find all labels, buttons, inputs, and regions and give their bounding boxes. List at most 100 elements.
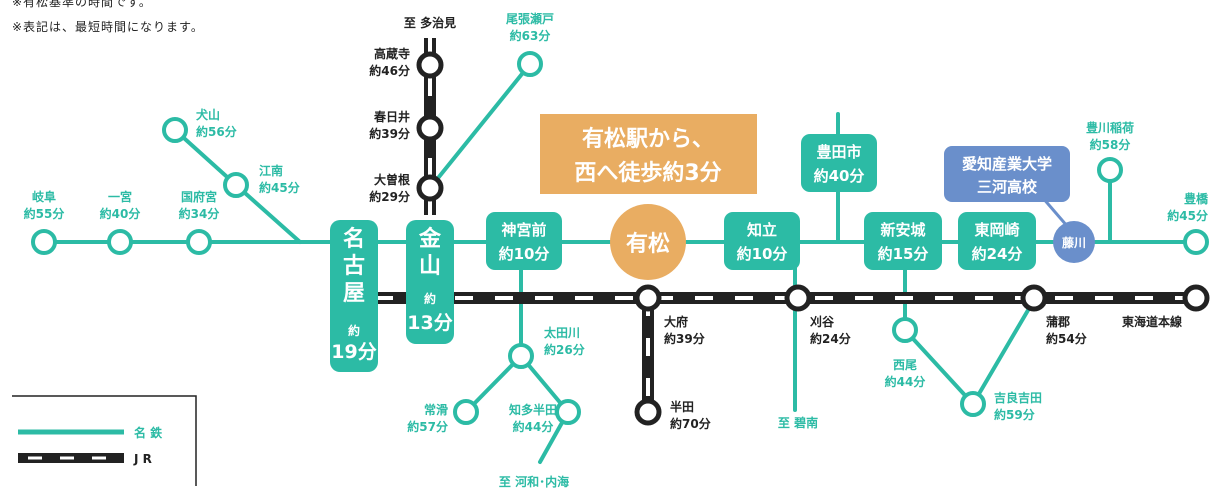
hub-shinanjo-name: 新安城 [880, 221, 925, 239]
station-chitahanda-name: 知多半田 [508, 402, 557, 417]
legend-meitetsu-label: 名 鉄 [134, 425, 162, 440]
station-obu-time: 約39分 [664, 331, 705, 346]
station-owariseto-marker[interactable] [517, 51, 543, 77]
station-toyohashi-marker[interactable] [1183, 229, 1209, 255]
station-tokaido-end-marker[interactable] [1182, 284, 1210, 312]
hub-shinanjo-box[interactable] [864, 212, 942, 270]
origin-callout-line2: 西へ徒歩約3分 [574, 160, 721, 186]
jr-stations [416, 51, 1210, 426]
station-inuyama-name: 犬山 [196, 107, 220, 122]
school-box[interactable] [944, 146, 1070, 202]
station-toyokawainari-name: 豊川稲荷 [1086, 120, 1134, 135]
station-gifu-time: 約55分 [24, 206, 65, 221]
station-otagawa-name: 太田川 [544, 325, 580, 340]
station-handa-time: 約70分 [670, 416, 711, 431]
legend-jr-label: J R [133, 452, 152, 466]
station-ozone-marker[interactable] [416, 174, 444, 202]
meitetsu-stations [31, 51, 1209, 425]
station-konomiya-marker[interactable] [186, 229, 212, 255]
station-gamagori-name: 蒲郡 [1046, 314, 1070, 329]
legend: 名 鉄 J R [12, 395, 197, 486]
station-kariya-name: 刈谷 [810, 314, 835, 329]
hub-chiryu-box[interactable] [724, 212, 800, 270]
hub-jingumae-box[interactable] [486, 212, 562, 270]
station-owariseto-time: 約63分 [510, 28, 551, 43]
station-owariseto-name: 尾張瀬戸 [506, 11, 554, 26]
station-handa-marker[interactable] [634, 398, 662, 426]
station-ichinomiya-time: 約40分 [100, 206, 141, 221]
meitetsu-seto-line [428, 62, 532, 190]
station-fujikawa-marker[interactable] [1053, 221, 1095, 263]
hub-higashiokazaki-time: 約24分 [972, 245, 1023, 263]
hub-nagoya-char2: 古 [343, 253, 365, 279]
station-toyokawainari-marker[interactable] [1097, 157, 1123, 183]
station-toyokawainari-time: 約58分 [1090, 137, 1131, 152]
origin-callout-box [540, 114, 757, 194]
station-chitahanda-time: 約44分 [513, 419, 554, 434]
station-kasugai-marker[interactable] [416, 114, 444, 142]
station-kariya-marker[interactable] [784, 284, 812, 312]
hub-higashiokazaki-box[interactable] [958, 212, 1036, 270]
station-ozone-time: 約29分 [369, 189, 410, 204]
note-basis: ※有松基準の時間です。 [12, 0, 152, 9]
station-nishio-marker[interactable] [892, 317, 918, 343]
station-gifu-name: 岐阜 [32, 189, 56, 204]
station-tokoname-name: 常滑 [424, 402, 448, 417]
station-kasugai-name: 春日井 [373, 109, 410, 124]
hub-kanayama-char1: 金 [418, 226, 442, 252]
hub-chiryu-time: 約10分 [737, 245, 788, 263]
station-takakuraji-marker[interactable] [416, 51, 444, 79]
hub-nagoya-char1: 名 [343, 226, 365, 252]
hub-shinanjo-time: 約15分 [878, 245, 929, 263]
station-nishio-name: 西尾 [893, 358, 917, 372]
station-ozone-name: 大曽根 [374, 172, 410, 187]
station-kasugai-time: 約39分 [369, 126, 410, 141]
origin-callout-line1: 有松駅から、 [582, 126, 714, 152]
station-tokoname-time: 約57分 [407, 419, 448, 434]
hub-kanayama-time: 13分 [407, 312, 452, 334]
school-name-line1: 愛知産業大学 [962, 155, 1052, 173]
station-konomiya-time: 約34分 [179, 206, 220, 221]
hub-jingumae-name: 神宮前 [501, 221, 546, 239]
station-konan-time: 約45分 [259, 180, 300, 195]
station-obu-name: 大府 [664, 314, 688, 329]
school-name-line2: 三河高校 [977, 178, 1038, 196]
station-kirayoshida-marker[interactable] [960, 391, 986, 417]
station-obu-marker[interactable] [634, 284, 662, 312]
station-fujikawa-name: 藤川 [1061, 235, 1086, 250]
station-inuyama-marker[interactable] [162, 117, 188, 143]
destination-kowa: 至 河和･内海 [499, 474, 569, 489]
station-chitahanda-marker[interactable] [555, 399, 581, 425]
station-gamagori-marker[interactable] [1020, 284, 1048, 312]
station-konan-marker[interactable] [223, 172, 249, 198]
note-shortest-time: ※表記は、最短時間になります。 [12, 20, 204, 34]
station-nishio-time: 約44分 [885, 374, 926, 389]
hub-kanayama-char2: 山 [419, 254, 441, 279]
hub-toyotashi-box[interactable] [801, 134, 877, 192]
hub-kanayama-yaku: 約 [424, 291, 436, 306]
station-konomiya-name: 国府宮 [181, 189, 217, 204]
hub-chiryu-name: 知立 [747, 221, 777, 239]
station-gifu-marker[interactable] [31, 229, 57, 255]
station-handa-name: 半田 [670, 399, 694, 414]
station-gamagori-time: 約54分 [1046, 331, 1087, 346]
hub-nagoya-char3: 屋 [343, 281, 365, 306]
hub-kanayama-box[interactable] [406, 220, 454, 344]
hub-higashiokazaki-name: 東岡崎 [974, 221, 1019, 239]
station-takakuraji-time: 約46分 [369, 63, 410, 78]
origin-arimatsu-marker[interactable] [610, 204, 686, 280]
hub-toyotashi-name: 豊田市 [816, 143, 861, 161]
station-konan-name: 江南 [259, 163, 283, 178]
station-tokoname-marker[interactable] [453, 399, 479, 425]
jr-line-name: 東海道本線 [1122, 314, 1182, 329]
hub-jingumae-time: 約10分 [499, 245, 550, 263]
hub-nagoya-time: 19分 [331, 341, 376, 363]
hub-nagoya-box[interactable] [330, 220, 378, 372]
station-ichinomiya-marker[interactable] [107, 229, 133, 255]
origin-station-name: 有松 [626, 231, 670, 257]
hub-nagoya-yaku: 約 [348, 323, 360, 338]
station-otagawa-time: 約26分 [544, 342, 585, 357]
station-inuyama-time: 約56分 [196, 124, 237, 139]
station-otagawa-marker[interactable] [508, 343, 534, 369]
